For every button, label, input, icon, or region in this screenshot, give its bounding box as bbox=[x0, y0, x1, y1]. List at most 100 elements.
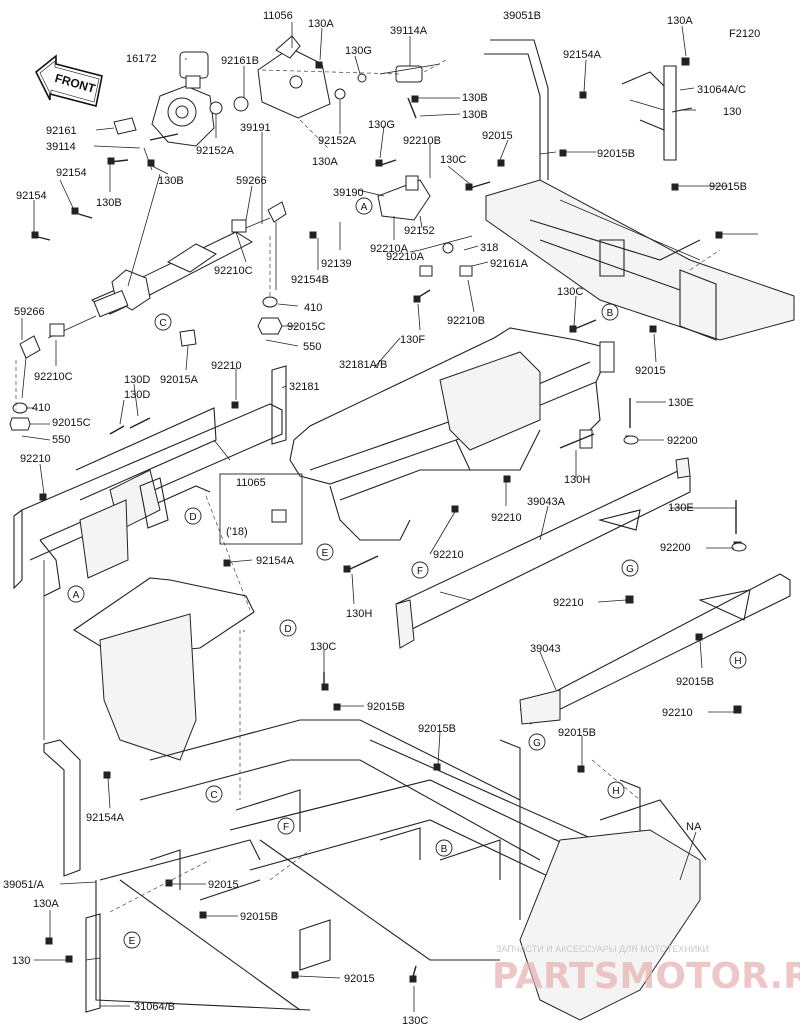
nut-92015A bbox=[179, 329, 197, 347]
part-label: 130C bbox=[557, 286, 583, 298]
nut-92210C bbox=[231, 219, 247, 233]
part-label: 130B bbox=[96, 197, 122, 209]
figure-code: F2120 bbox=[729, 28, 760, 40]
part-label: 92154 bbox=[16, 190, 47, 202]
watermark-logo: PARTSMOTOR.RU bbox=[492, 956, 800, 997]
svg-text:E: E bbox=[322, 548, 329, 559]
part-label: 92210 bbox=[491, 512, 522, 524]
part-label: 92154A bbox=[563, 49, 602, 61]
part-label: 130B bbox=[462, 92, 488, 104]
part-label: 92154A bbox=[86, 812, 125, 824]
part-label: 130F bbox=[400, 334, 425, 346]
link-39114 bbox=[143, 147, 153, 171]
part-label: 92210 bbox=[20, 453, 51, 465]
washer-410-2 bbox=[12, 402, 28, 414]
part-label: 130B bbox=[158, 175, 184, 187]
part-label: 130G bbox=[345, 45, 372, 57]
part-label: 130A bbox=[33, 898, 59, 910]
part-label: 59266 bbox=[14, 306, 45, 318]
roll-cage-32181AB bbox=[289, 327, 615, 541]
clip-92161 bbox=[113, 117, 137, 135]
svg-text:E: E bbox=[129, 936, 136, 947]
part-label: 92015 bbox=[344, 973, 375, 985]
part-label: NA bbox=[686, 821, 702, 833]
part-label: 92152A bbox=[318, 135, 357, 147]
part-label: 130A bbox=[312, 156, 338, 168]
part-label: 130C bbox=[440, 154, 466, 166]
part-label: 92015C bbox=[52, 417, 91, 429]
part-label: 32181 bbox=[289, 381, 320, 393]
part-label: 130E bbox=[668, 397, 694, 409]
part-label: 32181A/B bbox=[339, 359, 387, 371]
svg-text:D: D bbox=[189, 512, 196, 523]
part-label: 92015B bbox=[558, 727, 596, 739]
rear-bed-frame bbox=[484, 39, 795, 341]
part-label: 11056 bbox=[263, 10, 293, 22]
svg-text:G: G bbox=[626, 564, 634, 575]
svg-text:A: A bbox=[73, 590, 80, 601]
bracket-39114A bbox=[379, 63, 441, 83]
part-label: 92210 bbox=[211, 360, 242, 372]
part-label: 92015 bbox=[208, 879, 239, 891]
part-label: 92154B bbox=[291, 274, 329, 286]
part-label: 130A bbox=[308, 18, 334, 30]
part-label: 410 bbox=[304, 302, 322, 314]
svg-text:D: D bbox=[284, 624, 291, 635]
part-label: ('18) bbox=[226, 526, 248, 538]
part-label: 130E bbox=[668, 502, 694, 514]
callout-G-1: G bbox=[621, 559, 639, 577]
box-11065 bbox=[219, 473, 303, 545]
svg-text:B: B bbox=[441, 844, 448, 855]
collar-130G bbox=[357, 73, 367, 83]
part-label: 130C bbox=[402, 1015, 428, 1027]
frame-rail-39043 bbox=[519, 573, 791, 725]
frame-rail-39043A bbox=[395, 457, 691, 649]
part-label: 92200 bbox=[660, 542, 691, 554]
leader-lines bbox=[21, 22, 758, 1012]
part-label: 92200 bbox=[667, 435, 698, 447]
callout-E-1: E bbox=[316, 543, 334, 561]
part-label: 31064A/C bbox=[697, 84, 746, 96]
part-label: 318 bbox=[480, 242, 498, 254]
part-label: 92210C bbox=[34, 371, 73, 383]
part-label: 550 bbox=[303, 341, 321, 353]
tie-rod-ends bbox=[19, 201, 287, 399]
washer-92200-2 bbox=[731, 542, 747, 552]
callout-C-2: C bbox=[205, 785, 223, 803]
part-label: 130B bbox=[462, 109, 488, 121]
part-label: 39190 bbox=[333, 187, 364, 199]
part-label: 31064/B bbox=[134, 1001, 175, 1013]
svg-text:G: G bbox=[533, 738, 541, 749]
washer-92152A bbox=[233, 96, 249, 112]
washer-92200 bbox=[623, 435, 639, 445]
svg-text:C: C bbox=[159, 318, 166, 329]
part-label: 92015B bbox=[676, 676, 714, 688]
part-label: 130A bbox=[667, 15, 693, 27]
part-label: 130H bbox=[564, 474, 590, 486]
steering-rack bbox=[47, 217, 271, 339]
watermark-tagline: ЗАПЧАСТИ И АКСЕССУАРЫ ДЛЯ МОТОТЕХНИКИ bbox=[496, 944, 709, 954]
part-label: 130H bbox=[346, 608, 372, 620]
power-steering-unit bbox=[151, 51, 215, 147]
part-label: 92210B bbox=[447, 315, 485, 327]
part-label: 130 bbox=[723, 106, 741, 118]
svg-text:A: A bbox=[361, 202, 368, 213]
watermark: ЗАПЧАСТИ И АКСЕССУАРЫ ДЛЯ МОТОТЕХНИКИ PA… bbox=[492, 944, 800, 997]
part-label: 92154 bbox=[56, 167, 87, 179]
part-label: 92015C bbox=[287, 321, 326, 333]
callout-E-2: E bbox=[123, 931, 141, 949]
grab-bar-31064B bbox=[85, 913, 101, 1013]
part-label: 92015B bbox=[709, 181, 747, 193]
part-label: 92210 bbox=[433, 549, 464, 561]
callout-F-2: F bbox=[277, 817, 295, 835]
part-label: 11065 bbox=[236, 477, 266, 489]
part-label: 130D bbox=[124, 374, 150, 386]
part-label: 92015B bbox=[367, 701, 405, 713]
part-label: 92152 bbox=[404, 225, 435, 237]
part-label: 92152A bbox=[196, 145, 235, 157]
callout-markers: A A B B C C D D bbox=[67, 197, 747, 949]
nut-92015C-2 bbox=[9, 417, 31, 431]
svg-text:H: H bbox=[734, 656, 741, 667]
part-label: 92015B bbox=[240, 911, 278, 923]
callout-A-1: A bbox=[355, 197, 373, 215]
